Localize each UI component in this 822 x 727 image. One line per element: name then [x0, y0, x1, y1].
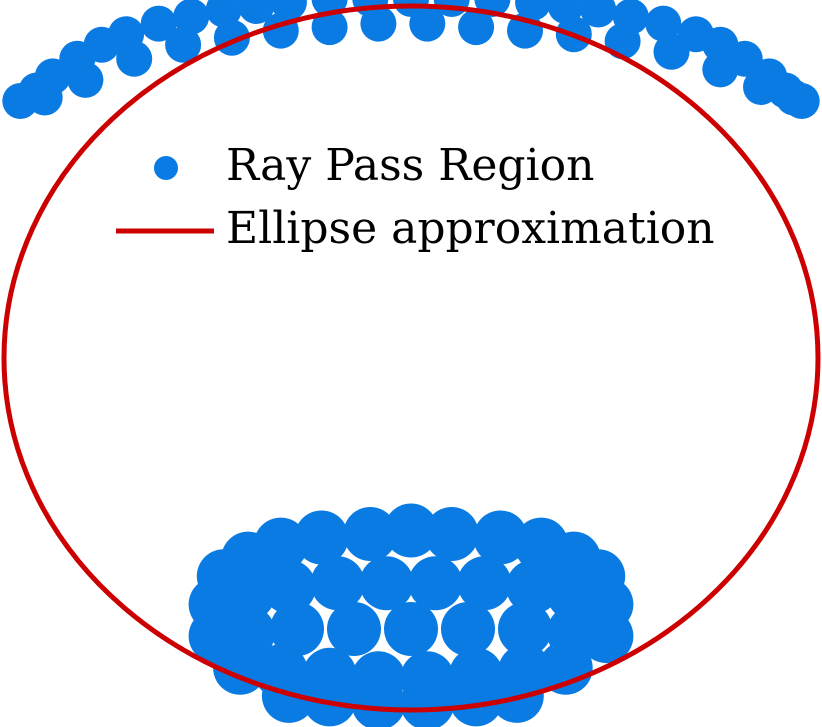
ray-pass-point [116, 40, 153, 77]
legend: Ray Pass Region Ellipse approximation [116, 140, 715, 254]
ray-pass-point [26, 79, 63, 116]
ray-pass-point [409, 5, 446, 42]
ray-pass-point [579, 609, 634, 664]
ray-pass-point [238, 0, 275, 24]
ray-pass-point [408, 556, 463, 611]
ray-pass-point [645, 5, 682, 42]
ray-pass-point [67, 61, 104, 98]
legend-label-ellipse-approximation: Ellipse approximation [226, 203, 715, 254]
ray-pass-point [653, 33, 690, 70]
legend-marker-ray-pass-region [154, 156, 178, 180]
ray-pass-point [311, 9, 348, 46]
ray-pass-point [775, 79, 812, 116]
ray-pass-point [310, 556, 365, 611]
ray-pass-point [449, 672, 504, 727]
ray-pass-point [327, 602, 381, 656]
ray-pass-point [384, 602, 438, 656]
ray-pass-point [458, 9, 495, 46]
ray-pass-point [441, 602, 495, 656]
ray-pass-point [702, 51, 739, 88]
ray-pass-point [473, 510, 528, 565]
ray-pass-point [165, 26, 202, 63]
ray-pass-point [400, 676, 455, 727]
ray-pass-point [302, 672, 357, 727]
ray-pass-point [580, 0, 617, 28]
ellipse-approximation-line [1, 3, 821, 713]
ray-pass-point [173, 0, 210, 35]
ray-pass-point [359, 556, 414, 611]
ray-pass-point [261, 559, 316, 614]
ray-pass-point [140, 5, 177, 42]
ray-pass-point [457, 556, 512, 611]
ray-pass-point [604, 23, 641, 60]
ray-pass-point [424, 507, 479, 561]
ray-pass-point [294, 510, 349, 565]
ray-pass-point [384, 503, 438, 558]
ray-pass-point [506, 559, 561, 614]
ray-pass-point [498, 602, 552, 656]
ray-pass-point [343, 507, 398, 561]
legend-label-ray-pass-region: Ray Pass Region [226, 140, 594, 191]
ray-pass-point [270, 602, 324, 656]
ray-pass-point [360, 5, 397, 42]
ray-pass-point [253, 517, 308, 572]
ray-pass-point [351, 676, 406, 727]
ray-pass-point [221, 566, 276, 621]
ray-pass-point [538, 640, 593, 695]
ray-pass-point [743, 69, 779, 105]
